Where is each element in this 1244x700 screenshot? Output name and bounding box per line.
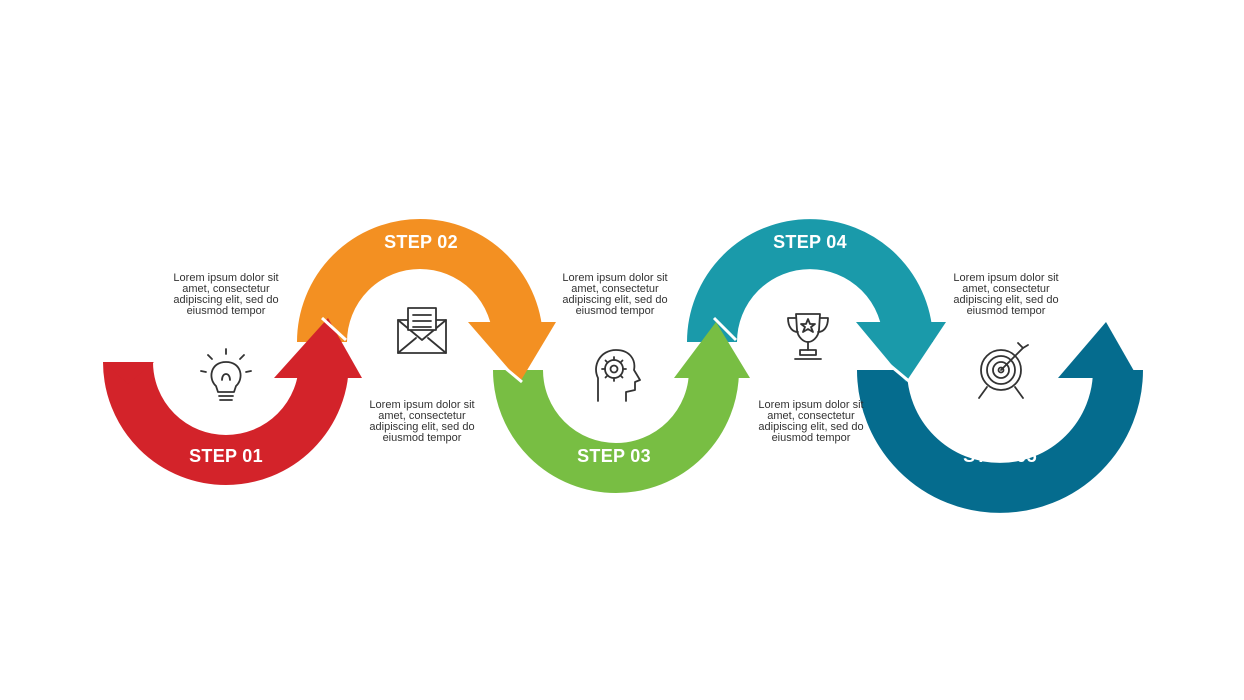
desc-line: eiusmod tempor (186, 305, 266, 317)
arrow-separators (320, 316, 911, 384)
step-5-label: STEP 05 (963, 446, 1037, 466)
lightbulb-icon (200, 348, 252, 401)
step-4-description: Lorem ipsum dolor sit amet, consectetur … (746, 400, 876, 444)
desc-line: adipiscing elit, sed do (562, 294, 668, 306)
target-icon (978, 342, 1029, 399)
desc-line: adipiscing elit, sed do (953, 294, 1059, 306)
desc-line: eiusmod tempor (575, 305, 655, 317)
desc-line: amet, consectetur (378, 410, 466, 422)
desc-line: Lorem ipsum dolor sit (758, 399, 864, 411)
envelope-icon (397, 307, 447, 354)
desc-line: Lorem ipsum dolor sit (173, 272, 279, 284)
step-2-arrow (297, 219, 556, 382)
step-1-label: STEP 01 (189, 446, 263, 466)
step-3-arrow (493, 322, 750, 493)
desc-line: Lorem ipsum dolor sit (953, 272, 1059, 284)
desc-line: adipiscing elit, sed do (758, 421, 864, 433)
step-4-arrow (687, 219, 946, 382)
desc-line: amet, consectetur (767, 410, 855, 422)
step-4-label: STEP 04 (773, 232, 847, 252)
desc-line: Lorem ipsum dolor sit (562, 272, 668, 284)
desc-line: eiusmod tempor (771, 432, 851, 444)
step-3-label: STEP 03 (577, 446, 651, 466)
desc-line: Lorem ipsum dolor sit (369, 399, 475, 411)
trophy-icon (787, 313, 829, 360)
desc-line: eiusmod tempor (966, 305, 1046, 317)
desc-line: amet, consectetur (962, 283, 1050, 295)
head-gear-icon (595, 349, 641, 402)
desc-line: amet, consectetur (182, 283, 270, 295)
step-2-description: Lorem ipsum dolor sit amet, consectetur … (357, 400, 487, 444)
desc-line: adipiscing elit, sed do (369, 421, 475, 433)
step-5-description: Lorem ipsum dolor sit amet, consectetur … (941, 273, 1071, 317)
desc-line: eiusmod tempor (382, 432, 462, 444)
step-1-arrow (103, 318, 362, 485)
step-1-description: Lorem ipsum dolor sit amet, consectetur … (161, 273, 291, 317)
desc-line: amet, consectetur (571, 283, 659, 295)
desc-line: adipiscing elit, sed do (173, 294, 279, 306)
step-5-arrow (857, 322, 1143, 513)
step-2-label: STEP 02 (384, 232, 458, 252)
step-3-description: Lorem ipsum dolor sit amet, consectetur … (550, 273, 680, 317)
